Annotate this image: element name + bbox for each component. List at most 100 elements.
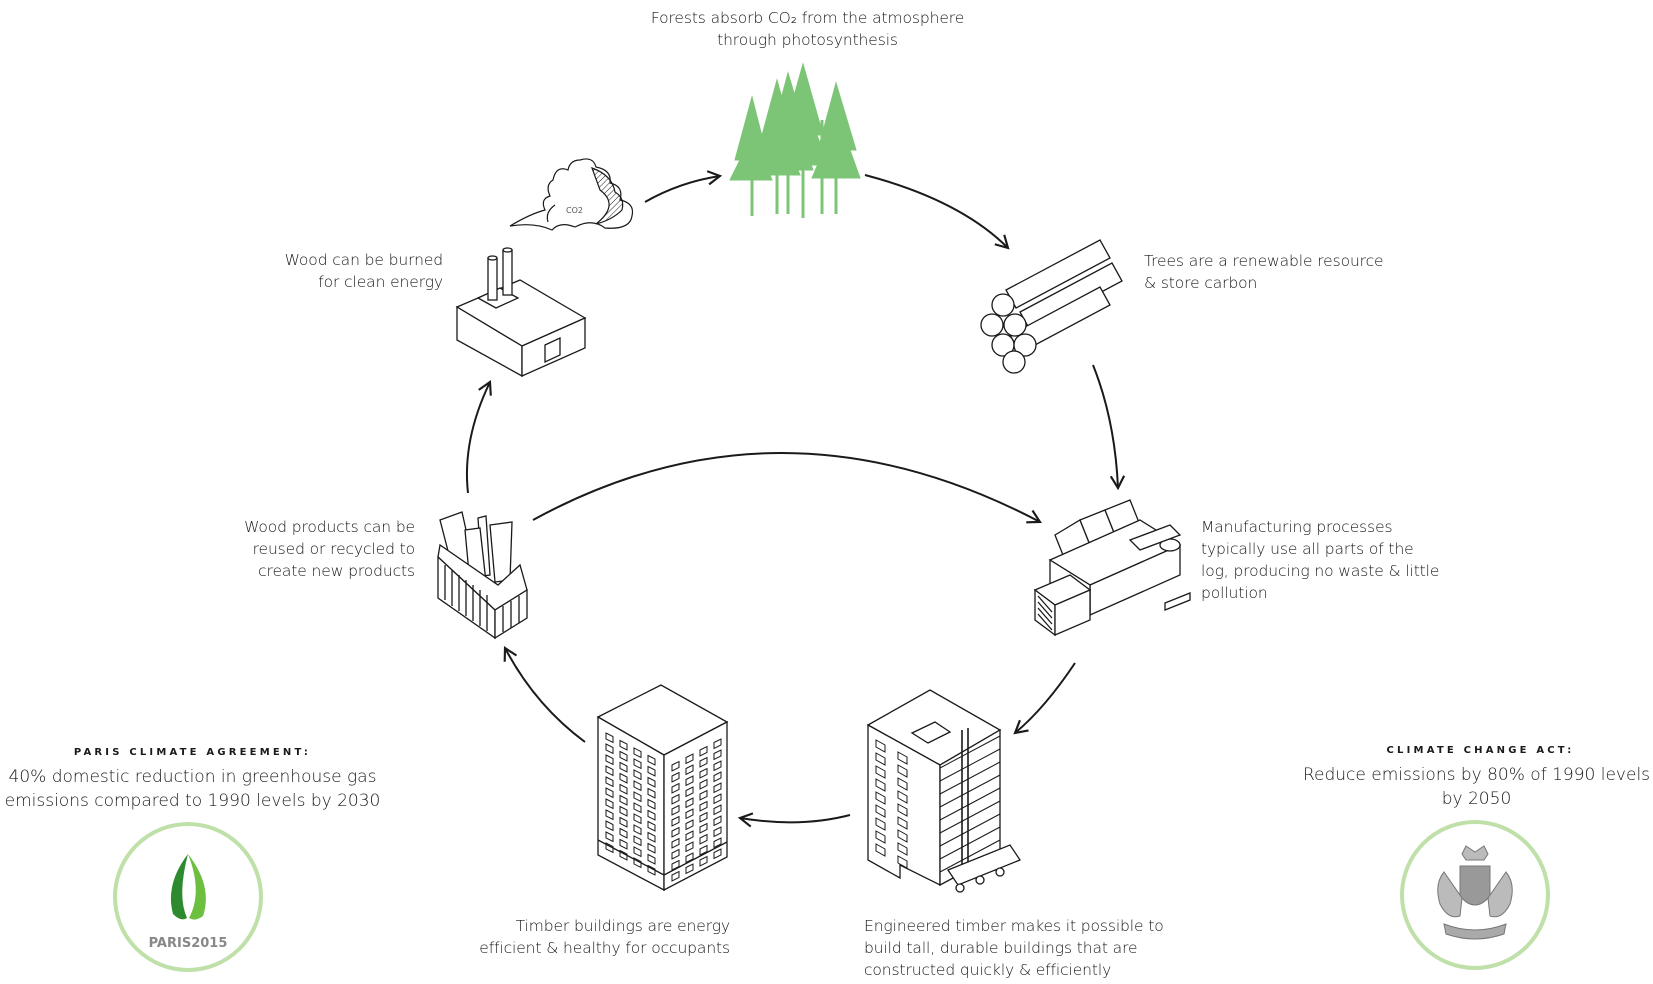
tower-window	[671, 826, 680, 838]
tower-window	[605, 765, 614, 777]
tower-window	[671, 793, 680, 805]
tower-window	[699, 745, 708, 757]
tower-window	[647, 765, 656, 777]
tower-window	[685, 819, 694, 831]
tower-window	[647, 820, 656, 832]
tower-window	[647, 864, 656, 876]
construction-window	[897, 777, 908, 791]
tower-building-icon	[596, 684, 729, 892]
tower-window	[633, 835, 642, 847]
tower-window	[699, 789, 708, 801]
tower-window	[619, 794, 628, 806]
tower-window	[685, 753, 694, 765]
tower-window	[619, 805, 628, 817]
tower-window	[647, 853, 656, 865]
tower-window	[713, 815, 722, 827]
tower-window	[619, 761, 628, 773]
construction-floor	[939, 813, 1001, 847]
tower-window	[633, 791, 642, 803]
logs-icon	[980, 239, 1123, 374]
tower-window	[699, 855, 708, 867]
tower-window	[671, 848, 680, 860]
tower-window	[605, 842, 614, 854]
tower-window	[647, 787, 656, 799]
tower-window	[671, 837, 680, 849]
tower-window	[619, 783, 628, 795]
tower-window	[713, 771, 722, 783]
tower-window	[619, 816, 628, 828]
tower-window	[671, 804, 680, 816]
tower-window	[713, 793, 722, 805]
tower-window	[713, 826, 722, 838]
construction-window	[875, 765, 886, 779]
construction-floor	[939, 800, 1001, 834]
tower-window	[647, 798, 656, 810]
factory-icon	[455, 247, 587, 378]
paris-leaf-logo: PARIS2015	[149, 854, 228, 951]
paris-logo-text: PARIS2015	[149, 936, 228, 951]
tower-window	[685, 830, 694, 842]
construction-window	[875, 739, 886, 753]
tower-window	[633, 780, 642, 792]
tower-window	[699, 822, 708, 834]
arrow-sawmill-to-construction	[1013, 662, 1076, 735]
tower-window	[633, 769, 642, 781]
tower-window	[685, 808, 694, 820]
tower-window	[605, 776, 614, 788]
arrow-tower-to-container	[503, 646, 586, 743]
construction-window	[875, 804, 886, 818]
tower-window	[619, 750, 628, 762]
cycle-arrows	[465, 170, 1126, 828]
tower-window	[633, 802, 642, 814]
arrow-construction-to-tower	[737, 812, 851, 828]
arrow-cloud-to-forest	[644, 170, 723, 203]
tower-window	[605, 831, 614, 843]
construction-floors	[875, 735, 1001, 873]
tower-window	[619, 849, 628, 861]
construction-window	[897, 764, 908, 778]
tower-window	[699, 844, 708, 856]
arrow-container-to-sawmill	[532, 452, 1042, 524]
paris-kicker: PARIS CLIMATE AGREEMENT:	[73, 747, 312, 758]
tower-window	[713, 804, 722, 816]
construction-window	[897, 816, 908, 830]
sawmill-icon	[1033, 499, 1191, 637]
tower-window	[671, 859, 680, 871]
climate-act-kicker: CLIMATE CHANGE ACT:	[1386, 745, 1575, 756]
tower-window	[713, 837, 722, 849]
tower-window	[699, 811, 708, 823]
tower-window	[671, 870, 680, 882]
tower-window	[605, 754, 614, 766]
tower-window	[713, 782, 722, 794]
paris-text: 40% domestic reduction in greenhouse gas…	[4, 767, 381, 811]
tower-window	[619, 838, 628, 850]
construction-window	[875, 778, 886, 792]
tower-window	[699, 756, 708, 768]
tower-window	[633, 813, 642, 825]
construction-floor	[939, 787, 1001, 821]
tower-window	[647, 809, 656, 821]
tower-window	[699, 778, 708, 790]
construction-window	[897, 829, 908, 843]
tower-window	[671, 782, 680, 794]
construction-window	[897, 842, 908, 856]
construction-floor	[939, 826, 1001, 860]
construction-window	[875, 843, 886, 857]
tower-window	[699, 767, 708, 779]
construction-window	[875, 752, 886, 766]
tower-window	[605, 743, 614, 755]
tower-window	[713, 760, 722, 772]
tower-window	[605, 820, 614, 832]
tower-window	[713, 749, 722, 761]
tower-window	[647, 842, 656, 854]
tower-window	[671, 760, 680, 772]
construction-floor	[939, 748, 1001, 782]
tower-window	[605, 732, 614, 744]
tower-window	[671, 815, 680, 827]
tower-window	[685, 863, 694, 875]
construction-building-icon	[866, 689, 1021, 893]
tower-window	[713, 848, 722, 860]
